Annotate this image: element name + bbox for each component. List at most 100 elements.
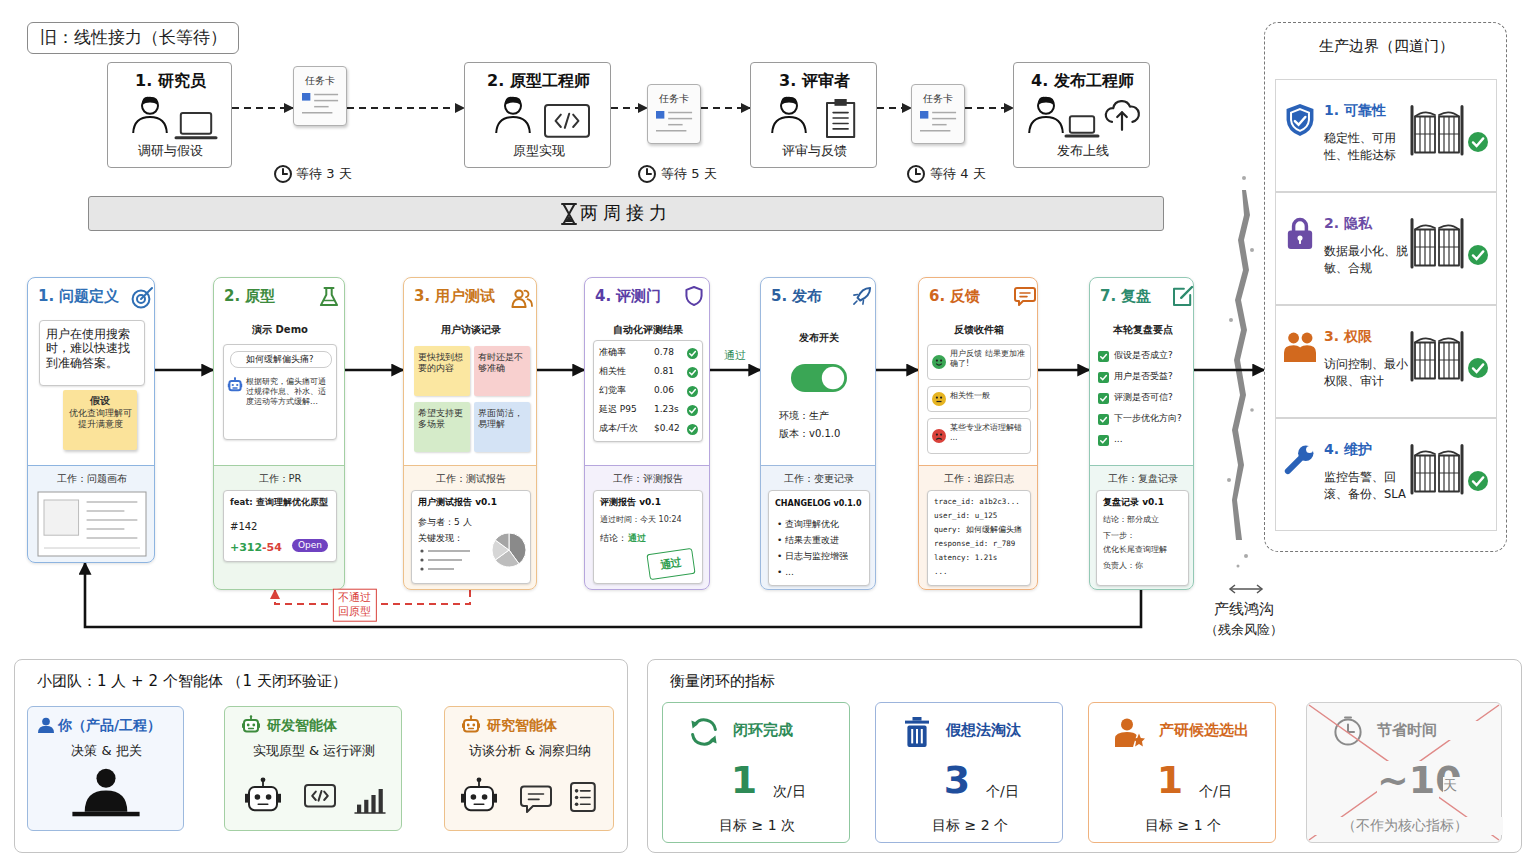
node-text: CHANGELOG v0.1.0 [775,499,867,509]
feedback-item: 某些专业术语理解错 ... [927,418,1031,454]
node-text: 有时还是不够准确 [478,352,526,375]
shape [44,500,79,535]
shape [1295,117,1305,125]
shape [565,114,569,128]
node-text: 希望支持更多场景 [418,408,466,431]
node-text: 版本：v0.1.0 [779,428,871,441]
shape [1174,289,1190,305]
face-icon [932,355,946,369]
shape [1468,471,1488,491]
node-text: 相关性 [599,366,655,377]
changelog-box: CHANGELOG v0.1.0• 查询理解优化• 结果去重改进• 日志与监控增… [768,490,870,586]
lock-icon [1288,220,1312,249]
shape [242,723,244,727]
robot-icon [461,777,497,810]
shape [250,717,252,720]
gate-item: 1. 可靠性稳定性、可用性、性能达标 [1275,79,1497,192]
shape [1070,116,1094,133]
shape [1419,117,1420,153]
shape [1298,345,1316,362]
node-text: 某些专业术语理解错 ... [950,423,1026,443]
node-text: 3 [932,761,982,799]
shape [647,169,651,174]
shape [833,128,848,130]
node-text: 2. 隐私 [1324,215,1410,233]
node-text: 0.81 [654,366,686,377]
shape [478,780,480,787]
node-text: ... [934,567,1028,576]
node-text: 演示 Demo [214,324,346,337]
check-icon [687,424,698,435]
shape [834,99,846,106]
role-box: 2. 原型工程师原型实现 [464,62,611,168]
shape [467,724,470,727]
connector [701,107,750,109]
stage-card: 2. 原型演示 Demo工作：PR如何缓解偏头痛?根据研究，偏头痛可通过规律作息… [213,277,345,590]
shape [1015,288,1035,305]
cloud-icon [1106,101,1139,130]
shape [571,783,595,811]
node-text: 延迟 P95 [599,404,655,415]
shape [1098,393,1109,404]
shape [241,384,243,388]
laptop-icon [1066,116,1098,136]
shape [709,736,716,744]
shape [1242,176,1246,180]
annotation-label: 等待 3 天 [296,166,376,182]
node-text: 访谈分析 & 洞察归纳 [445,743,615,759]
shape [87,528,125,530]
tcard-icon [920,111,956,131]
shape [827,103,854,137]
shape [319,791,322,801]
robot-icon [245,777,281,810]
node-text: ... [1114,434,1192,445]
shape [1415,456,1435,492]
shape [1412,107,1462,155]
gate-item: 3. 权限访问控制、最小权限、审计 [1275,305,1497,418]
shape [575,802,579,806]
node-text: 用户是否受益? [1114,371,1192,382]
shape [907,725,926,747]
shape [1098,414,1109,425]
node-text: 实现原型 & 运行评测 [225,743,403,759]
sticky-note: 希望支持更多场景 [414,402,470,452]
chat-icon [521,787,551,813]
gate-icon [1412,220,1462,268]
node-text: 目标 ≥ 2 个 [876,817,1064,835]
shape [1029,117,1063,133]
shape [668,118,692,120]
node-text: 评审与反馈 [751,143,878,159]
shape [687,386,698,397]
shape [133,117,167,133]
chart-icon [355,789,385,813]
node-text: 工作：问题画布 [28,473,156,486]
node-text: 0.78 [654,347,686,358]
node-text: • 查询理解优化 [777,519,867,530]
node-text: 自动化评测结果 [585,324,711,337]
sticky-note: 界面简洁，易理解 [474,402,530,452]
node-text: 4. 维护 [1324,441,1410,459]
node-text: 研发智能体 [267,717,397,735]
shape [261,777,266,782]
agent-card: 研发智能体实现原型 & 运行评测 [224,706,402,831]
shape [1121,719,1133,731]
shape [1288,230,1312,249]
shape [1424,343,1425,379]
shape [1101,397,1107,401]
shield2-icon [686,287,701,305]
gate-item: 4. 维护监控告警、回滚、备份、SLA [1275,418,1497,531]
pie-slice [509,533,526,564]
shape [1453,230,1454,266]
metric-card: 闭环完成1次/日目标 ≥ 1 次 [662,702,850,843]
gate-item: 2. 隐私数据最小化、脱敏、合规 [1275,192,1497,305]
node-text: 4. 评测门 [595,287,685,306]
shape [1291,109,1309,131]
node-text: query: 如何缓解偏头痛 [934,525,1028,534]
check-icon [1468,358,1488,378]
connector [1194,369,1264,372]
tcard-icon [302,93,338,113]
shape [133,291,150,308]
metric-card: 产研候选选出1个/日目标 ≥ 1 个 [1088,702,1276,843]
shape [1098,351,1109,362]
shape [1419,456,1420,492]
